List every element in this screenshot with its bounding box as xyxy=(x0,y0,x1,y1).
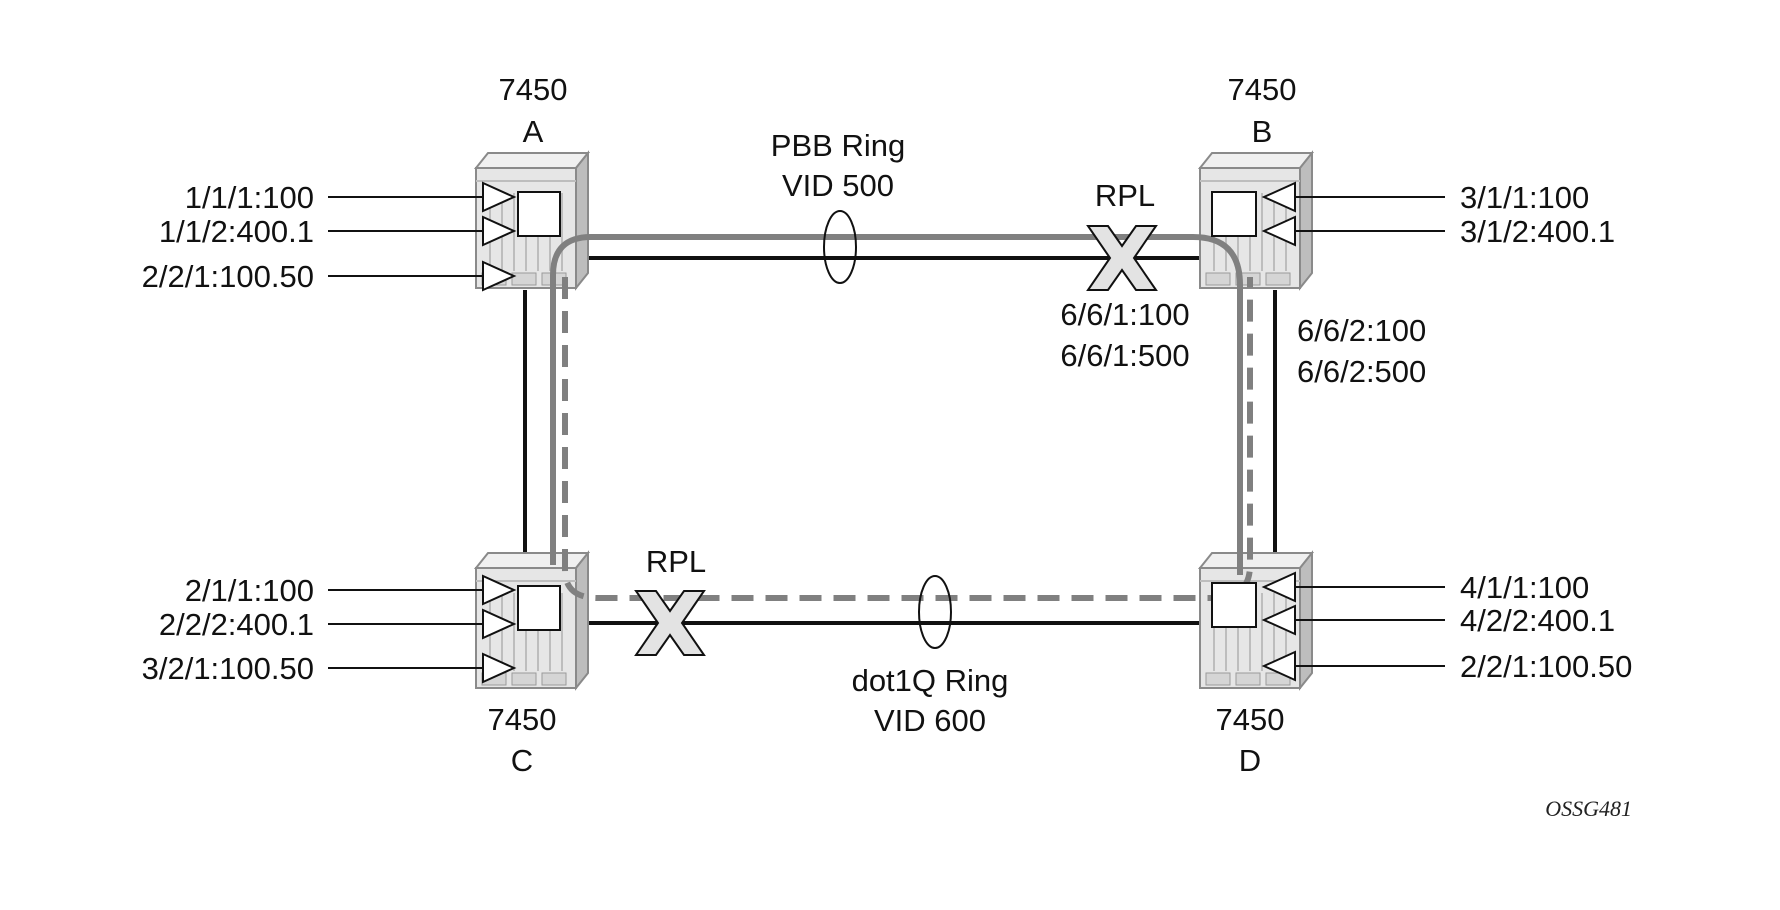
sap-triangle-icon xyxy=(482,574,517,606)
rpl-top-label: RPL xyxy=(1095,178,1155,213)
rpl-block-icon xyxy=(1086,225,1158,291)
pbb-ring-path xyxy=(550,234,1243,575)
dot1q-ring-vid: VID 600 xyxy=(874,703,986,738)
sap-label: 2/2/1:100.50 xyxy=(1460,649,1632,684)
sap-label: 2/1/1:100 xyxy=(185,573,314,608)
pbb-ring-marker xyxy=(823,210,857,284)
sap-label: 4/1/1:100 xyxy=(1460,570,1589,605)
sap-label: 3/1/1:100 xyxy=(1460,180,1589,215)
node-c-model: 7450 xyxy=(488,702,557,737)
sap-triangle-icon xyxy=(482,608,517,640)
sap-label: 2/2/1:100.50 xyxy=(142,259,314,294)
node-a-name: A xyxy=(523,114,544,149)
sap-label: 2/2/2:400.1 xyxy=(159,607,314,642)
sap-label: 3/1/2:400.1 xyxy=(1460,214,1615,249)
sap-triangle-icon xyxy=(1261,181,1296,213)
sap-triangle-icon xyxy=(1261,571,1296,603)
dot1q-ring-marker xyxy=(918,575,952,649)
sap-label: 1/1/2:400.1 xyxy=(159,214,314,249)
sap-triangle-icon xyxy=(482,652,517,684)
sap-triangle-icon xyxy=(482,181,517,213)
pbb-ring-vid: VID 500 xyxy=(782,168,894,203)
b-d-port: 6/6/2:500 xyxy=(1297,354,1426,389)
node-b-model: 7450 xyxy=(1228,72,1297,107)
rpl-bottom-label: RPL xyxy=(646,544,706,579)
sap-triangle-icon xyxy=(482,215,517,247)
service-box-icon xyxy=(517,585,561,631)
node-b-name: B xyxy=(1252,114,1273,149)
node-d-model: 7450 xyxy=(1216,702,1285,737)
rpl-block-icon xyxy=(634,590,706,656)
sap-label: 3/2/1:100.50 xyxy=(142,651,314,686)
sap-label: 1/1/1:100 xyxy=(185,180,314,215)
service-box-icon xyxy=(1211,582,1257,628)
service-box-icon xyxy=(1211,191,1257,237)
dot1q-ring-path xyxy=(562,277,1253,601)
rpl-top-port: 6/6/1:100 xyxy=(1060,297,1189,332)
dot1q-ring-name: dot1Q Ring xyxy=(852,663,1009,698)
pbb-ring-name: PBB Ring xyxy=(771,128,905,163)
sap-triangle-icon xyxy=(1261,604,1296,636)
rpl-top-port: 6/6/1:500 xyxy=(1060,338,1189,373)
sap-triangle-icon xyxy=(1261,650,1296,682)
node-c-name: C xyxy=(511,743,533,778)
sap-triangle-icon xyxy=(1261,215,1296,247)
sap-label: 4/2/2:400.1 xyxy=(1460,603,1615,638)
node-d-name: D xyxy=(1239,743,1261,778)
node-a-model: 7450 xyxy=(499,72,568,107)
b-d-port: 6/6/2:100 xyxy=(1297,313,1426,348)
sap-triangle-icon xyxy=(482,260,517,292)
figure-id: OSSG481 xyxy=(1545,796,1632,821)
service-box-icon xyxy=(517,191,561,237)
